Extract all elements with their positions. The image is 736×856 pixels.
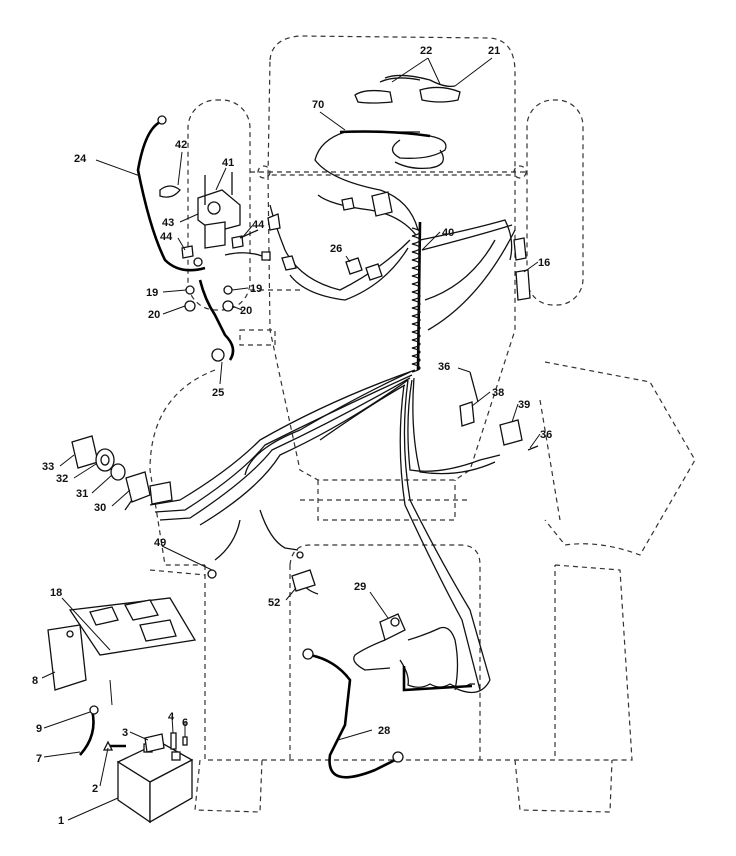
callout-44-right: 44 — [252, 219, 265, 231]
callout-21: 21 — [488, 45, 500, 57]
wire-harness — [149, 74, 516, 694]
callout-2: 2 — [92, 783, 98, 795]
callout-20-right: 20 — [240, 305, 252, 317]
callout-28: 28 — [378, 725, 390, 737]
callout-33: 33 — [42, 461, 54, 473]
callout-labels: 22 21 70 24 42 41 43 44 44 40 26 16 19 1… — [32, 45, 552, 827]
connectors — [207, 191, 539, 641]
battery — [116, 741, 194, 824]
tractor-outline — [149, 35, 696, 813]
callout-22: 22 — [420, 45, 432, 57]
callout-52: 52 — [268, 597, 280, 609]
callout-30: 30 — [94, 502, 106, 514]
callout-4: 4 — [168, 711, 175, 723]
callout-8: 8 — [32, 675, 38, 687]
callout-43: 43 — [162, 217, 174, 229]
callout-16: 16 — [538, 257, 550, 269]
callout-39: 39 — [518, 399, 530, 411]
callout-7: 7 — [36, 753, 42, 765]
callout-31: 31 — [76, 488, 88, 500]
callout-36: 36 — [438, 361, 450, 373]
battery-tray — [47, 597, 197, 706]
callout-32: 32 — [56, 473, 68, 485]
callout-42: 42 — [175, 139, 187, 151]
callout-70: 70 — [312, 99, 324, 111]
callout-19-left: 19 — [146, 287, 158, 299]
callout-18: 18 — [50, 587, 62, 599]
callout-20-left: 20 — [148, 309, 160, 321]
callout-29: 29 — [354, 581, 366, 593]
callout-9: 9 — [36, 723, 42, 735]
callout-24: 24 — [74, 153, 87, 165]
callout-44-left: 44 — [160, 231, 173, 243]
leader-lines — [41, 57, 541, 821]
ignition-switch — [71, 435, 173, 511]
harness-loom — [411, 221, 422, 373]
callout-40: 40 — [442, 227, 454, 239]
solenoid — [159, 172, 271, 312]
callout-49: 49 — [154, 537, 166, 549]
battery-cables — [136, 115, 404, 779]
callout-36-lower: 36 — [540, 429, 552, 441]
callout-38: 38 — [492, 387, 504, 399]
callout-41: 41 — [222, 157, 234, 169]
callout-19-right: 19 — [250, 283, 262, 295]
callout-26: 26 — [330, 243, 342, 255]
callout-1: 1 — [58, 815, 64, 827]
callout-6: 6 — [182, 717, 188, 729]
callout-25: 25 — [212, 387, 224, 399]
callout-3: 3 — [122, 727, 128, 739]
